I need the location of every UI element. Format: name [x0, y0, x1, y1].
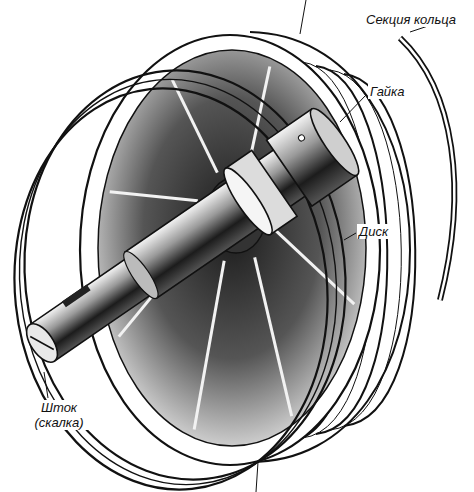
- disk-rib: [110, 192, 198, 201]
- disk-rib: [255, 257, 292, 416]
- piston-rings: [0, 54, 366, 492]
- disk-rib: [194, 261, 224, 430]
- part-label: Секция кольца: [364, 12, 458, 27]
- part-label: Диск: [357, 224, 390, 239]
- leader-lines: [44, 0, 440, 492]
- part-label: Шток (скалка): [24, 400, 94, 430]
- piston-rod: [10, 103, 365, 382]
- part-label: Гайка: [368, 84, 406, 99]
- ring-section: [400, 38, 454, 300]
- piston-disk: [80, 35, 380, 465]
- disk-rib: [172, 80, 217, 173]
